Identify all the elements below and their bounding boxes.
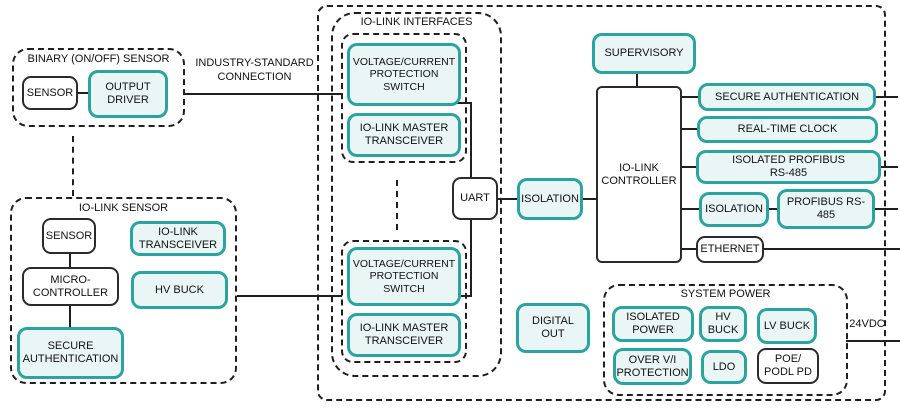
- connector-more-sensors-ellipsis: [72, 136, 74, 196]
- hv-buck-power-box: HV BUCK: [699, 306, 747, 342]
- lv-buck-box: LV BUCK: [757, 308, 817, 344]
- iolink-sensor-title: IO-LINK SENSOR: [78, 202, 169, 214]
- group-master-system: [317, 5, 886, 401]
- iolink-transceiver-box: IO-LINK TRANSCEIVER: [130, 221, 226, 256]
- protection-switch-1-box: VOLTAGE/CURRENT PROTECTION SWITCH: [347, 43, 461, 106]
- master-transceiver-2-box: IO-LINK MASTER TRANSCEIVER: [347, 313, 461, 357]
- microcontroller-box: MICRO-CONTROLLER: [22, 267, 119, 306]
- isolated-power-box: ISOLATED POWER: [612, 306, 694, 342]
- group-interface-channel-2: [341, 240, 467, 363]
- connector-channel2-elbow-v: [470, 220, 472, 297]
- connector-24vdc-supply: [846, 340, 900, 342]
- connector-controller-rtc: [680, 128, 698, 130]
- group-iolink-sensor: [10, 197, 237, 384]
- connector-ethernet-external: [762, 248, 900, 250]
- isolation-profibus-box: ISOLATION: [699, 192, 769, 227]
- protection-switch-2-box: VOLTAGE/CURRENT PROTECTION SWITCH: [347, 247, 461, 306]
- connector-micro-secureauth: [69, 305, 71, 328]
- secure-authentication-box: SECURE AUTHENTICATION: [698, 83, 876, 111]
- connector-controller-isoprofibus: [680, 166, 697, 168]
- connector-controller-secureauth: [680, 96, 699, 98]
- group-interface-channel-1: [341, 33, 467, 163]
- connector-profibus-external: [873, 208, 898, 210]
- connector-more-channels-ellipsis: [396, 180, 398, 230]
- connector-channel1-elbow-v: [470, 102, 472, 178]
- connector-uart-isolation: [497, 198, 518, 200]
- connector-supervisory-controller: [636, 73, 638, 87]
- supervisory-box: SUPERVISORY: [592, 33, 696, 74]
- connector-iolink-sensor-channel2: [237, 295, 342, 297]
- 24vdc-label: 24VDC: [849, 318, 885, 330]
- group-iolink-interfaces: [331, 12, 502, 377]
- connector-sensor-outputdriver: [77, 92, 89, 94]
- ethernet-box: ETHERNET: [696, 236, 764, 263]
- uart-box: UART: [452, 177, 498, 220]
- isolated-profibus-label: ISOLATED PROFIBUS RS-485: [732, 154, 845, 179]
- connector-secureauth-external: [875, 96, 898, 98]
- connector-channel1-elbow-h: [457, 102, 472, 104]
- ldo-box: LDO: [701, 350, 747, 384]
- connector-channel2-elbow-h: [457, 295, 472, 297]
- connector-isoprofibus-external: [880, 166, 898, 168]
- hv-buck-sensor-box: HV BUCK: [131, 271, 228, 309]
- system-power-title: SYSTEM POWER: [680, 288, 771, 300]
- master-transceiver-1-box: IO-LINK MASTER TRANSCEIVER: [347, 113, 461, 157]
- connector-isolation-controller: [582, 198, 597, 200]
- connector-sensor-micro: [69, 253, 71, 268]
- iolink-interfaces-title: IO-LINK INTERFACES: [360, 16, 473, 28]
- binary-sensor-box: SENSOR: [22, 76, 78, 110]
- digital-out-box: DIGITAL OUT: [516, 303, 590, 353]
- group-binary-sensor: [12, 48, 185, 127]
- isolation-uart-box: ISOLATION: [517, 178, 583, 220]
- poe-podl-pd-box: POE/ PODL PD: [757, 348, 819, 384]
- isolated-profibus-box: ISOLATED PROFIBUS RS-485: [696, 150, 881, 184]
- over-vi-protection-box: OVER V/I PROTECTION: [613, 348, 692, 385]
- iolink-sensor-sensor-box: SENSOR: [42, 218, 96, 254]
- connector-controller-ethernet: [680, 248, 697, 250]
- profibus-box: PROFIBUS RS-485: [777, 189, 875, 229]
- industry-standard-connection-label: INDUSTRY-STANDARD CONNECTION: [195, 57, 314, 83]
- connector-isolation2-profibus: [767, 208, 777, 210]
- connector-industry-standard: [185, 93, 342, 95]
- secure-authentication-sensor-box: SECURE AUTHENTICATION: [17, 327, 124, 379]
- binary-sensor-title: BINARY (ON/OFF) SENSOR: [27, 53, 170, 65]
- real-time-clock-box: REAL-TIME CLOCK: [697, 116, 878, 143]
- connector-controller-isolation2: [680, 208, 700, 210]
- output-driver-box: OUTPUT DRIVER: [88, 70, 168, 118]
- iolink-controller-box: IO-LINK CONTROLLER: [596, 86, 682, 263]
